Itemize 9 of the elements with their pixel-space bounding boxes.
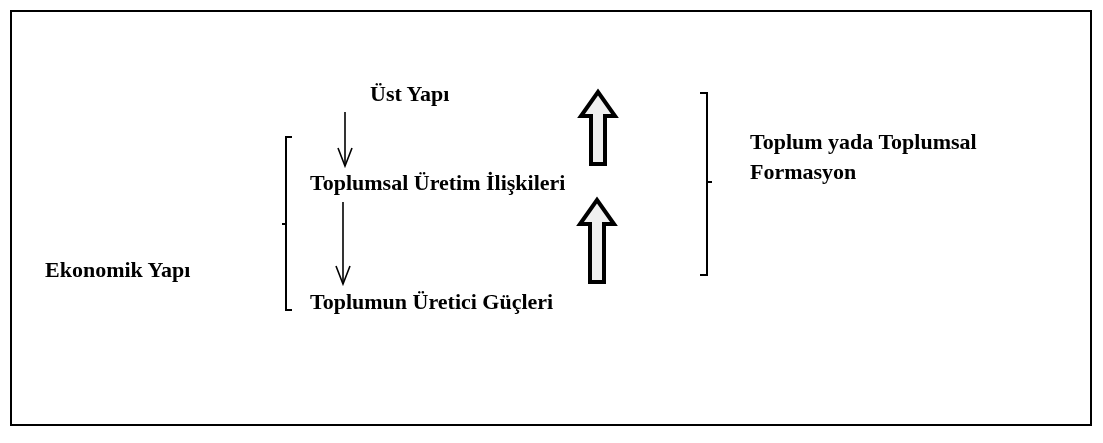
block-arrow (577, 88, 619, 166)
node-label: Toplumun Üretici Güçleri (310, 288, 555, 316)
node-label: Toplum yada Toplumsal Formasyon (750, 128, 978, 186)
arrow (335, 201, 351, 285)
block-arrow (576, 196, 618, 284)
node-label: Toplumsal Üretim İlişkileri (310, 169, 567, 197)
node-label: Ekonomik Yapı (45, 256, 192, 284)
node-label: Üst Yapı (369, 80, 451, 108)
arrow (337, 111, 353, 167)
